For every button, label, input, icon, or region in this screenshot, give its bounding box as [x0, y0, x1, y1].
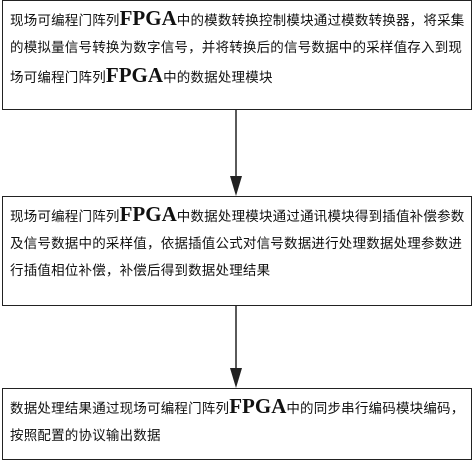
flow-step-1: 现场可编程门阵列FPGA中的模数转换控制模块通过模数转换器，将采集的模拟量信号转…: [2, 0, 472, 110]
flow-step-1-text: 现场可编程门阵列FPGA中的模数转换控制模块通过模数转换器，将采集的模拟量信号转…: [10, 5, 465, 92]
arrow-2-head: [230, 368, 242, 388]
step-2-fpga-term: FPGA: [119, 202, 177, 226]
step-3-text-part-1: 数据处理结果通过现场可编程门阵列: [10, 401, 230, 417]
flow-step-3: 数据处理结果通过现场可编程门阵列FPGA中的同步串行编码模块编码，按照配置的协议…: [2, 388, 472, 460]
flow-step-2: 现场可编程门阵列FPGA中数据处理模块通过通讯模块得到插值补偿参数及信号数据中的…: [2, 196, 472, 306]
step-1-fpga-term: FPGA: [119, 6, 177, 30]
arrow-1-head: [230, 176, 242, 196]
step-1-text-part-3: 中的数据处理模块: [163, 70, 273, 86]
step-1-fpga-term-2: FPGA: [105, 63, 164, 87]
flow-step-3-text: 数据处理结果通过现场可编程门阵列FPGA中的同步串行编码模块编码，按照配置的协议…: [10, 393, 465, 450]
arrow-step2-to-step3: [230, 306, 242, 388]
step-1-text-part-2: 中的模数转换控制模块通过模数转换器，将采集的模拟量信号转换为数字信号，并将转换后…: [10, 13, 465, 86]
arrow-step1-to-step2: [230, 110, 242, 196]
step-3-fpga-term: FPGA: [229, 394, 287, 418]
step-2-text-part-2: 中数据处理模块通过通讯模块得到插值补偿参数及信号数据中的采样值，依据插值公式对信…: [10, 209, 465, 279]
step-3-text-part-2: 中的同步串行编码模块编码，按照配置的协议输出数据: [10, 401, 465, 444]
flow-step-2-text: 现场可编程门阵列FPGA中数据处理模块通过通讯模块得到插值补偿参数及信号数据中的…: [10, 201, 465, 285]
step-2-text-part-1: 现场可编程门阵列: [10, 209, 120, 225]
step-1-text-part-1: 现场可编程门阵列: [10, 13, 120, 29]
